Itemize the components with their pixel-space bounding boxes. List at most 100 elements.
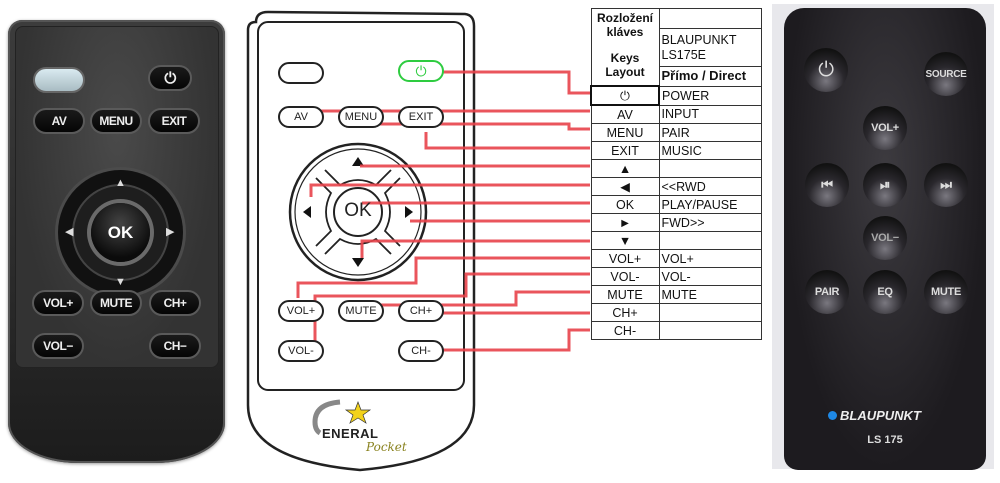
- next-button[interactable]: ⏭: [924, 163, 968, 207]
- mapping-key: OK: [590, 195, 660, 214]
- connector-menu: [362, 122, 590, 131]
- mapping-function: MUTE: [658, 285, 762, 304]
- mapping-key: ▲: [590, 159, 660, 178]
- mapping-key: VOL+: [590, 249, 660, 268]
- mapping-row: ▼: [590, 231, 762, 250]
- connector-exit: [424, 132, 590, 150]
- model-number: LS175E: [661, 47, 706, 62]
- play-pause-button[interactable]: ⏯: [863, 163, 907, 207]
- header-blank-cell: [658, 7, 762, 30]
- power-button[interactable]: ⏻: [804, 48, 848, 92]
- source-button[interactable]: SOURCE: [924, 52, 968, 96]
- drawn-blank-button[interactable]: [278, 62, 324, 84]
- drawn-right-arrow-icon: [405, 206, 413, 218]
- mapping-row: ▲: [590, 159, 762, 178]
- mapping-function: MUSIC: [658, 141, 762, 160]
- mapping-row: VOL+VOL+: [590, 249, 762, 268]
- ch-minus-button[interactable]: CH−: [149, 333, 201, 359]
- play-pause-icon: ⏯: [879, 177, 891, 192]
- mapping-row: CH-: [590, 321, 762, 340]
- drawn-exit-button[interactable]: EXIT: [398, 106, 444, 128]
- mapping-key: ▼: [590, 231, 660, 250]
- vol-plus-button[interactable]: VOL+: [32, 290, 84, 316]
- mapping-row: ⏻POWER: [590, 85, 762, 106]
- key-mapping-table: Rozložení kláves Keys Layout BLAUPUNKT L…: [590, 7, 762, 340]
- model-brand: BLAUPUNKT: [661, 32, 737, 47]
- connector-down: [360, 239, 590, 258]
- brand-name: BLAUPUNKT: [840, 408, 921, 423]
- mapping-function: <<RWD: [658, 177, 762, 196]
- connector-power: [420, 70, 590, 95]
- connector-left: [309, 183, 590, 197]
- vol-plus-button[interactable]: VOL+: [863, 106, 907, 150]
- power-icon: ⏻: [164, 69, 176, 87]
- header-line: kláves: [606, 25, 644, 39]
- mapping-function: VOL-: [658, 267, 762, 286]
- mapping-key: AV: [590, 104, 660, 124]
- mapping-row: CH+: [590, 303, 762, 322]
- ok-button[interactable]: OK: [91, 203, 150, 262]
- drawn-vol-plus-button[interactable]: VOL+: [278, 300, 324, 322]
- mapping-function: PLAY/PAUSE: [658, 195, 762, 214]
- header-keys-layout: Rozložení kláves Keys Layout: [590, 8, 660, 87]
- mapping-function: [658, 231, 762, 250]
- brand-logo: BLAUPUNKT: [828, 408, 921, 423]
- logo-g-swoosh: [312, 399, 341, 436]
- mapping-key: EXIT: [590, 141, 660, 160]
- mapping-key: MUTE: [590, 285, 660, 304]
- drawn-ok-button[interactable]: OK: [344, 200, 372, 221]
- mapping-key: CH-: [590, 321, 660, 340]
- drawn-mute-button[interactable]: MUTE: [338, 300, 384, 322]
- model-label: LS 175: [867, 434, 903, 446]
- prev-button[interactable]: ⏮: [805, 163, 849, 207]
- header-line: Keys: [610, 51, 640, 65]
- generic-remote-drawing: ⏻ AV MENU EXIT OK VOL+ MUTE CH+ VOL- CH-…: [248, 10, 464, 475]
- mapping-function: [658, 321, 762, 340]
- mute-button[interactable]: MUTE: [90, 290, 142, 316]
- exit-button[interactable]: EXIT: [148, 108, 200, 134]
- down-arrow-button[interactable]: ▼: [115, 276, 126, 288]
- eq-button[interactable]: EQ: [863, 270, 907, 314]
- vol-minus-button[interactable]: VOL−: [863, 216, 907, 260]
- drawn-av-button[interactable]: AV: [278, 106, 324, 128]
- pair-button[interactable]: PAIR: [805, 270, 849, 314]
- connector-vol-plus: [296, 256, 590, 298]
- drawn-dpad-outer: [288, 142, 428, 282]
- menu-button[interactable]: MENU: [90, 108, 142, 134]
- drawn-menu-button[interactable]: MENU: [338, 106, 384, 128]
- up-arrow-button[interactable]: ▲: [115, 177, 126, 189]
- drawn-up-arrow-icon: [352, 157, 364, 166]
- blank-button[interactable]: [33, 67, 85, 93]
- drawn-power-button[interactable]: ⏻: [398, 60, 444, 82]
- av-button[interactable]: AV: [33, 108, 85, 134]
- drawn-remote-face: [257, 21, 465, 391]
- mapping-function: INPUT: [658, 104, 762, 124]
- ch-plus-button[interactable]: CH+: [149, 290, 201, 316]
- header-line: Layout: [605, 65, 645, 79]
- left-arrow-button[interactable]: ◀: [65, 226, 74, 238]
- mapping-row: ◀<<RWD: [590, 177, 762, 196]
- right-arrow-button[interactable]: ▶: [166, 226, 175, 238]
- target-remote-photo: ⏻ SOURCE VOL+ ⏮ ⏯ ⏭ VOL− PAIR EQ MUTE BL…: [772, 4, 994, 470]
- mapping-function: PAIR: [658, 123, 762, 142]
- dpad: ▲ ▼ ◀ ▶ OK: [58, 170, 183, 295]
- vol-minus-button[interactable]: VOL−: [32, 333, 84, 359]
- drawn-ch-minus-button[interactable]: CH-: [398, 340, 444, 362]
- mapping-key: MENU: [590, 123, 660, 142]
- mapping-key: VOL-: [590, 267, 660, 286]
- remote-body: ⏻ SOURCE VOL+ ⏮ ⏯ ⏭ VOL− PAIR EQ MUTE BL…: [784, 8, 986, 470]
- drawn-vol-minus-button[interactable]: VOL-: [278, 340, 324, 362]
- drawn-ch-plus-button[interactable]: CH+: [398, 300, 444, 322]
- mute-button[interactable]: MUTE: [924, 270, 968, 314]
- drawn-dpad-inner: [294, 148, 422, 276]
- power-button[interactable]: ⏻: [148, 65, 192, 91]
- drawn-dpad-segments: [315, 169, 401, 255]
- mapping-key: ⏻: [590, 85, 660, 106]
- logo-brand-text: ENERAL: [322, 426, 378, 441]
- logo-star-icon: [344, 401, 372, 424]
- mapping-row: ►FWD>>: [590, 213, 762, 232]
